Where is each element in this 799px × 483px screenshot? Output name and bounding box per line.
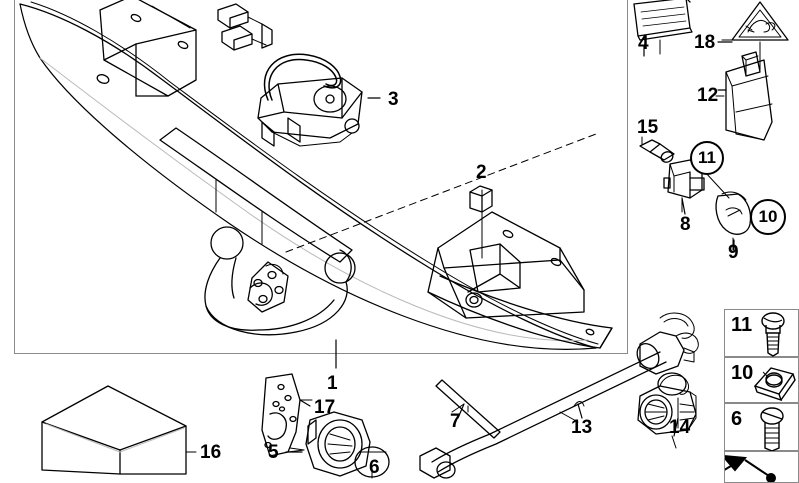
callout-9: 9: [728, 242, 739, 263]
arrow-marker-icon: [725, 455, 776, 482]
diagram-linework: [19, 0, 789, 479]
callout-4: 4: [638, 33, 649, 54]
callout-16: 16: [200, 442, 222, 463]
callout-2: 2: [476, 162, 487, 183]
callout-5: 5: [268, 442, 279, 463]
part-warning-triangle-sticker: [721, 1, 789, 67]
part-tow-ball-hitch: [204, 226, 356, 336]
callout-leaders: [285, 41, 735, 453]
legend-row-arrow[interactable]: [724, 451, 799, 483]
main-illustration-frame: [14, 0, 628, 354]
callout-18: 18: [694, 32, 716, 53]
callout-6: 6: [369, 457, 380, 478]
callout-1: 1: [327, 373, 338, 394]
part-packaging-carton: [41, 385, 197, 475]
pan-head-screw-icon: [761, 312, 785, 357]
legend-row-11[interactable]: 11: [724, 309, 799, 357]
legend-number-11: 11: [731, 314, 753, 336]
callout-11-circle: 11: [690, 141, 724, 175]
part-trailer-socket: [637, 372, 697, 449]
spring-clip-nut-icon: [753, 367, 796, 402]
part-mounting-plate: [261, 373, 313, 457]
part-locking-rod: [435, 379, 501, 439]
callout-12: 12: [697, 85, 719, 106]
callout-7: 7: [450, 411, 461, 432]
callout-13: 13: [571, 417, 593, 438]
callout-3: 3: [388, 89, 399, 110]
callout-10-circle: 10: [750, 199, 786, 235]
callout-17: 17: [314, 397, 336, 418]
part-actuator-motor-unit: [217, 3, 363, 147]
part-tow-bar-crossmember-assembly: [19, 0, 599, 350]
part-cap-nut: [469, 185, 493, 213]
part-control-module: [715, 45, 773, 141]
parts-diagram-canvas: 1 2 3 4 5 6 7 8 9 12 13 14 15 16 17 18 1…: [14, 0, 799, 483]
legend-number-10: 10: [731, 362, 754, 384]
callout-8: 8: [680, 214, 691, 235]
parts-legend-table: 11 10: [724, 309, 799, 483]
legend-number-6: 6: [731, 408, 743, 430]
part-information-label-plate: [633, 0, 693, 55]
callout-14: 14: [669, 417, 691, 438]
callout-15: 15: [637, 117, 659, 138]
part-wiring-harness: [419, 312, 699, 479]
legend-row-10[interactable]: 10: [724, 357, 799, 403]
part-shoulder-bolt: [639, 136, 675, 163]
part-bumper-bracket: [285, 133, 613, 349]
legend-row-6[interactable]: 6: [724, 403, 799, 452]
slotted-screw-icon: [760, 407, 784, 452]
